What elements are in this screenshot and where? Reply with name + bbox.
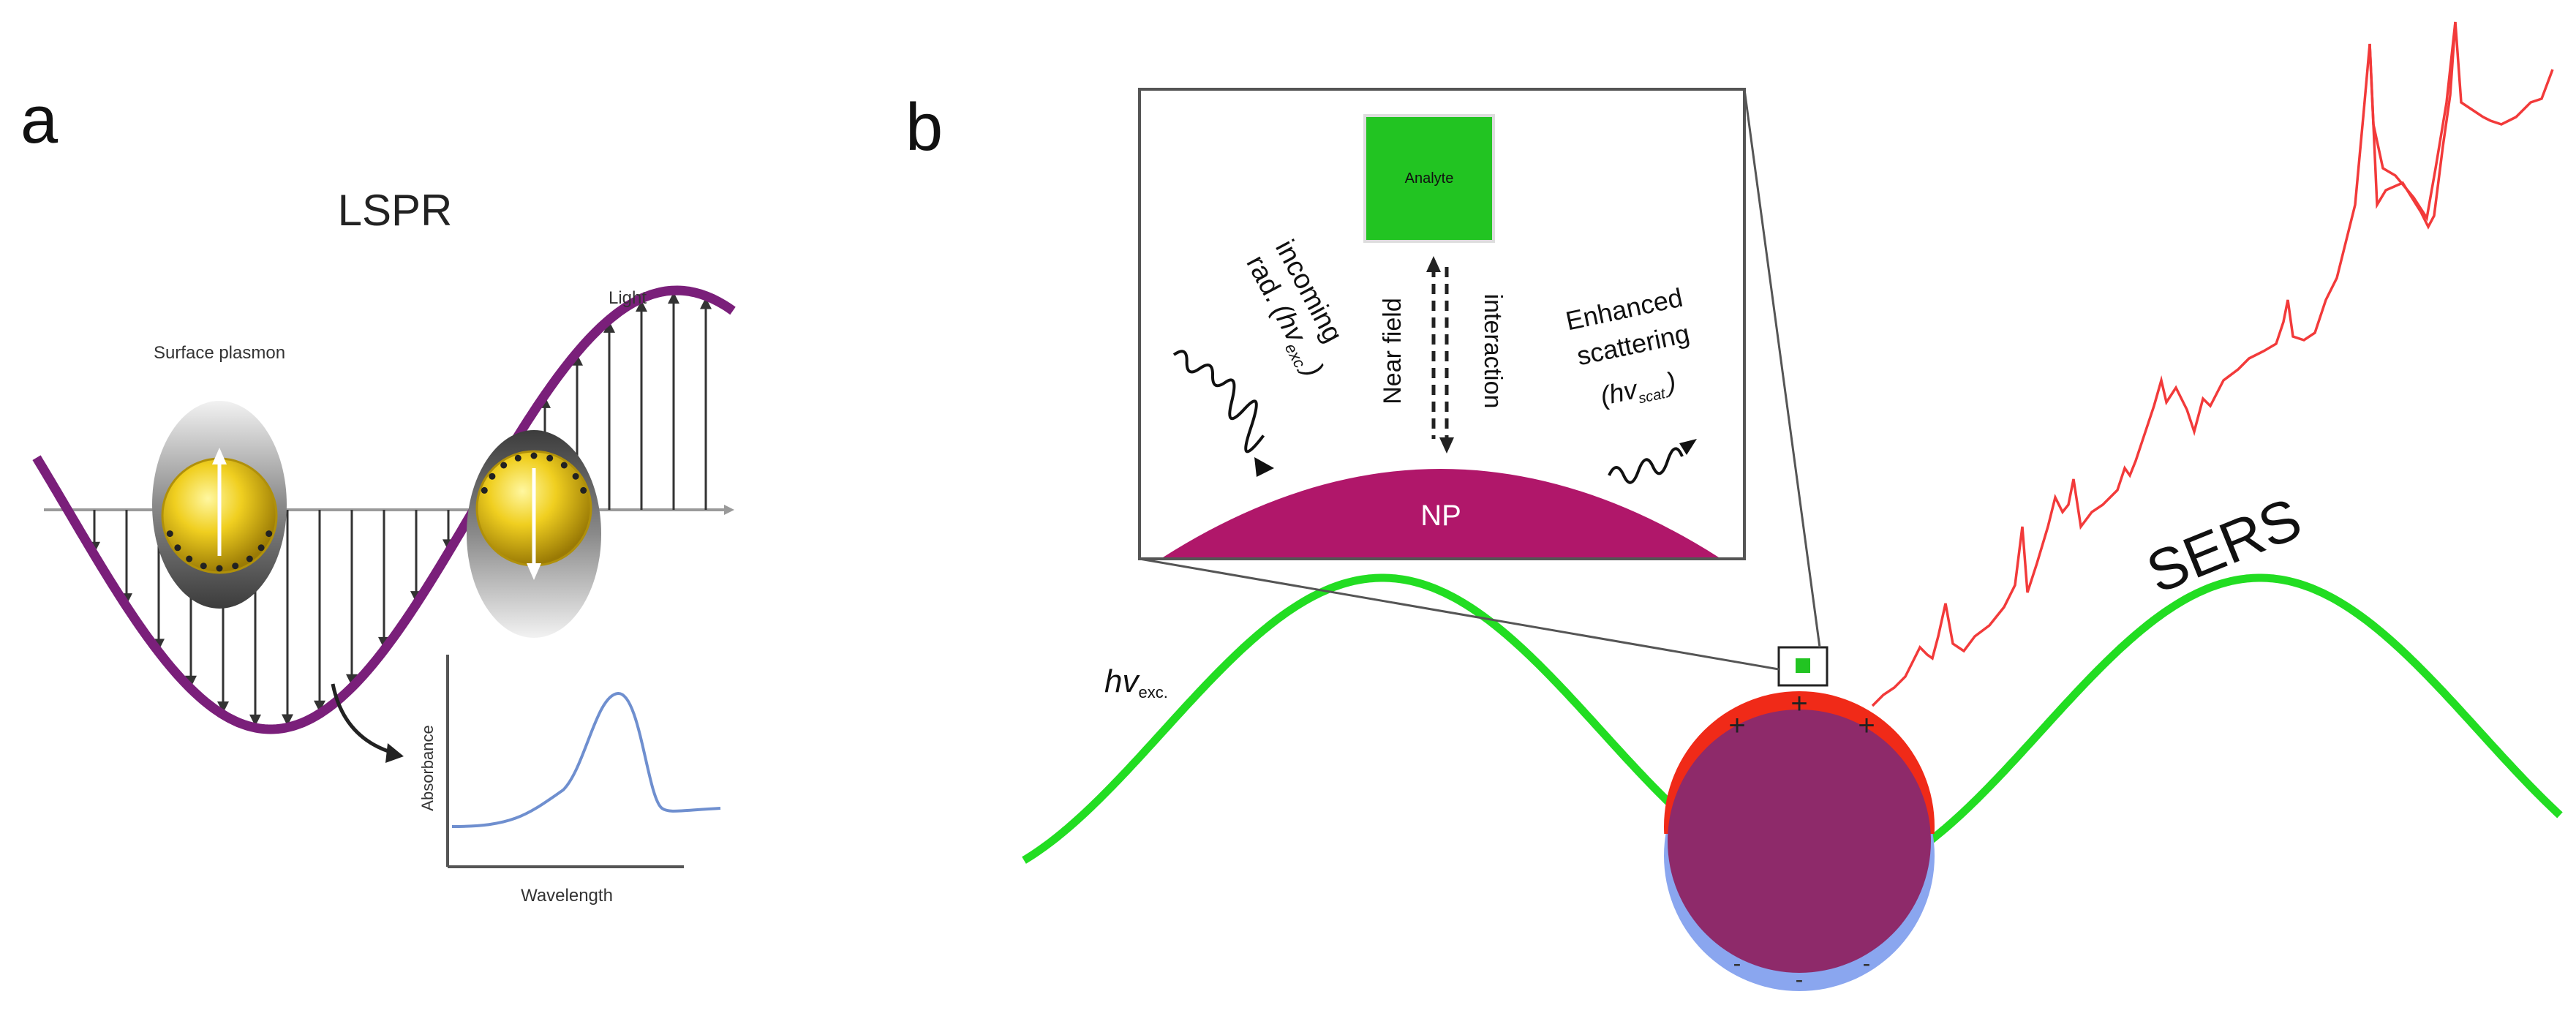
charge-dots-left: [166, 530, 273, 572]
charge-dot: [514, 454, 521, 462]
charge-dots-right: [481, 452, 587, 494]
field-arrow-head-icon: [282, 714, 293, 726]
charge-dot: [481, 486, 488, 494]
panel-b-label: b: [905, 90, 943, 165]
axis-arrow-icon: [724, 505, 734, 515]
sers-spectrum: [1871, 21, 2554, 707]
lspr-title: LSPR: [338, 186, 453, 235]
zoom-box: NP Analyte Near field interaction incomi…: [1138, 88, 1746, 560]
charge-dot: [166, 530, 173, 538]
charge-dot: [530, 452, 538, 459]
charge-dot: [489, 473, 496, 480]
np-core: [1668, 710, 1931, 973]
inset-ylabel: Absorbance: [418, 725, 437, 810]
field-arrow-head-icon: [249, 714, 261, 726]
surface-plasmon-label: Surface plasmon: [154, 343, 285, 363]
charge-dot: [200, 562, 207, 570]
scattering-wave-icon: [1608, 447, 1684, 484]
curved-arrow: [331, 683, 396, 756]
field-arrow-head-icon: [636, 300, 647, 312]
analyte-box: [1363, 114, 1495, 243]
light-wave: [32, 285, 736, 734]
charge-dot: [257, 544, 265, 552]
panel-a-label: a: [20, 83, 59, 157]
light-label: Light: [609, 288, 647, 308]
incoming-arrow-head-icon: [1254, 457, 1274, 477]
charge-dot: [216, 565, 223, 572]
field-arrow-head-icon: [668, 292, 679, 304]
charge-dot: [232, 562, 239, 570]
plus-sign-1: +: [1728, 710, 1745, 742]
charge-dot: [572, 473, 579, 480]
curved-arrow-head-icon: [385, 743, 404, 763]
np-label: NP: [1420, 500, 1461, 532]
inset-xlabel: Wavelength: [521, 886, 613, 906]
field-arrow-head-icon: [603, 320, 615, 333]
zoom-source-analyte: [1796, 658, 1810, 673]
field-arrow-head-icon: [700, 297, 712, 309]
nanoparticle-right: [467, 430, 601, 638]
nanoparticle-left: [152, 401, 287, 609]
field-arrow-head-icon: [314, 700, 325, 712]
panel-a: a LSPR Surface plasmon Light: [20, 83, 736, 906]
dipole-arrow-head-left-icon: [212, 448, 227, 464]
near-field-label: Near field: [1379, 298, 1406, 404]
analyte-label: Analyte: [1405, 170, 1454, 187]
minus-sign-1: -: [1733, 950, 1741, 977]
dipole-arrow-head-right-icon: [527, 563, 541, 580]
scattering-arrow-head-icon: [1679, 439, 1697, 455]
np-surface: [1163, 469, 1719, 557]
sers-label: SERS: [2138, 486, 2310, 606]
near-field-up-head-icon: [1426, 256, 1441, 272]
sers-spectrum-shadow: [2368, 21, 2457, 222]
field-arrow-head-icon: [346, 674, 358, 686]
panel-b: b + + + - - - NP Analyt: [905, 21, 2563, 993]
charge-dot: [174, 544, 181, 552]
zoom-connector-right: [1743, 89, 1821, 648]
field-arrow-head-icon: [217, 701, 229, 713]
field-arrow-head-icon: [185, 675, 197, 688]
charge-dot: [546, 454, 554, 462]
plus-sign-2: +: [1790, 688, 1807, 720]
absorbance-inset: Absorbance Wavelength: [418, 655, 721, 906]
near-field-down-head-icon: [1439, 437, 1454, 454]
charge-dot: [246, 555, 253, 562]
charge-dot: [186, 555, 193, 562]
minus-sign-3: -: [1863, 950, 1871, 977]
charge-dot: [580, 486, 587, 494]
zoom-connector-left: [1139, 557, 1780, 671]
incoming-wave-icon: [1172, 350, 1265, 454]
charge-dot: [560, 462, 568, 469]
absorbance-curve: [451, 691, 721, 828]
nanoparticle-b: + + + - - -: [1664, 688, 1935, 993]
charge-dot: [500, 462, 508, 469]
minus-sign-2: -: [1796, 966, 1804, 993]
charge-dot: [265, 530, 273, 538]
interaction-label: interaction: [1479, 294, 1507, 409]
excitation-label: hvexc.: [1104, 663, 1168, 701]
plus-sign-3: +: [1858, 710, 1875, 742]
